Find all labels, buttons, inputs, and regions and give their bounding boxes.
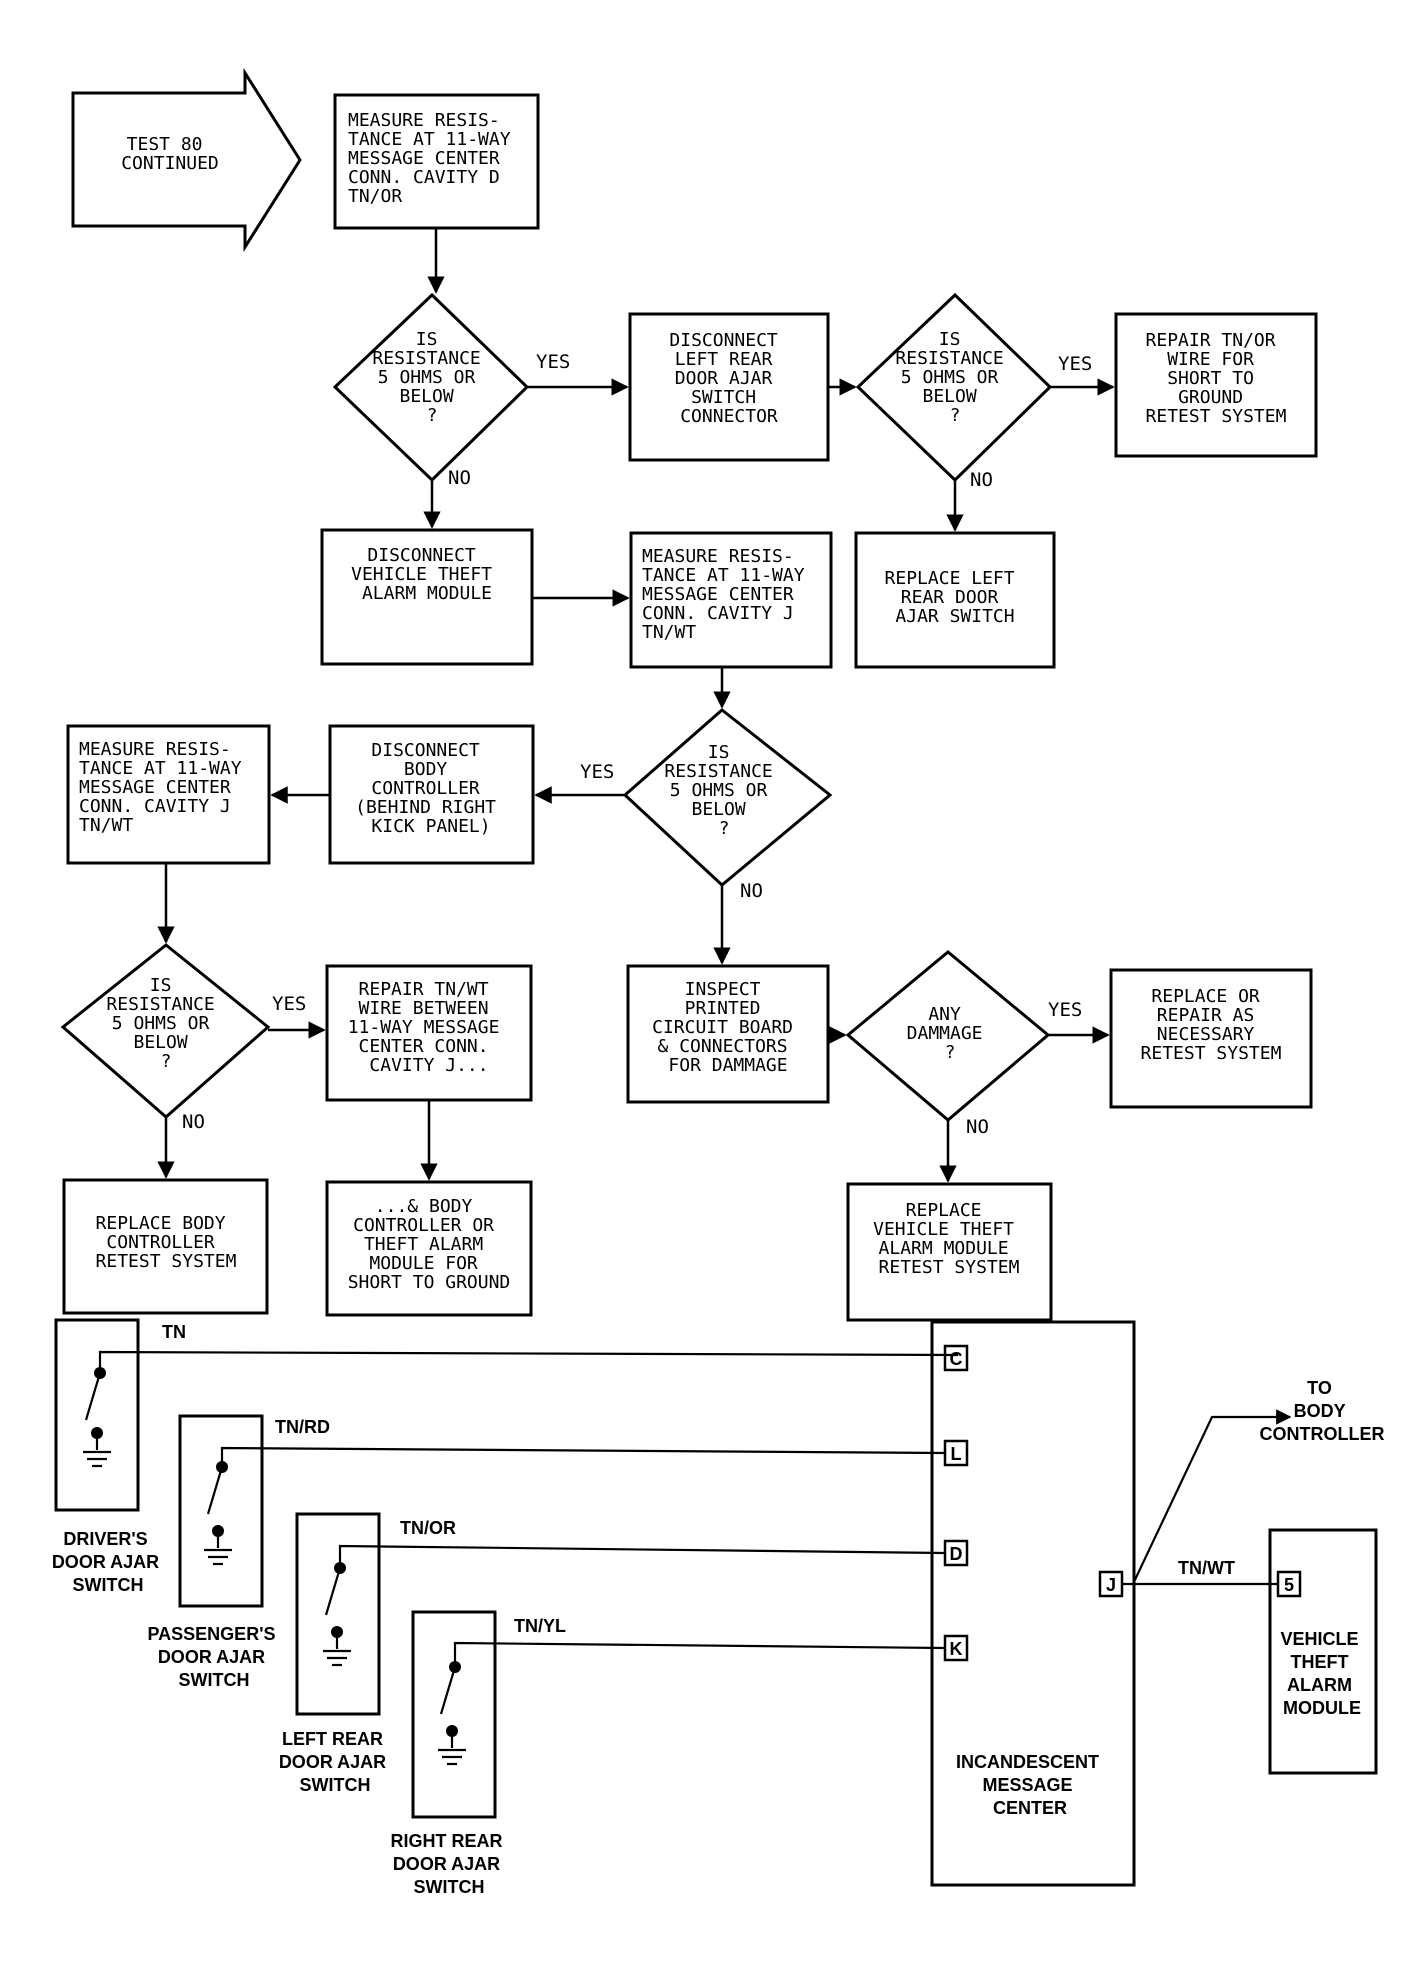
yes-label-4: YES: [272, 993, 306, 1015]
alarm-module-box: [1268, 1528, 1378, 1775]
passenger-switch-housing: [178, 1414, 264, 1608]
driver-switch-symbol: [83, 1350, 959, 1468]
box-replace-left-rear-switch-text: REPLACE LEFT REAR DOOR AJAR SWITCH: [885, 568, 1026, 627]
flowchart-connectors: [157, 228, 1115, 1183]
right-rear-switch-symbol: [438, 1641, 946, 1766]
box-repair-tn-wt-text: REPAIR TN/WT WIRE BETWEEN 11-WAY MESSAGE…: [348, 979, 511, 1076]
wire-label-tn-wt: TN/WT: [1178, 1558, 1235, 1578]
no-label-4: NO: [182, 1111, 205, 1133]
alarm-module-label: VEHICLE THEFT ALARM MODULE: [1280, 1629, 1363, 1718]
decision-diamond-3-text: IS RESISTANCE 5 OHMS OR BELOW ?: [664, 742, 783, 839]
left-rear-switch-symbol: [323, 1544, 946, 1667]
yes-label-2: YES: [1058, 353, 1092, 375]
box-disconnect-theft-alarm: [320, 528, 534, 666]
decision-diamond-5-text: ANY DAMMAGE ?: [907, 1004, 994, 1063]
box-disconnect-body-controller: [328, 724, 535, 865]
yes-label-1: YES: [536, 351, 570, 373]
box-disconnect-theft-alarm-text: DISCONNECT VEHICLE THEFT ALARM MODULE: [351, 545, 503, 604]
wire-label-tn: TN: [162, 1322, 186, 1342]
box-replace-left-rear-switch: [854, 531, 1056, 669]
box-measure-cavity-j-1: [629, 531, 833, 669]
flowchart: [60, 67, 1318, 1322]
box-measure-cavity-j-1-text: MEASURE RESIS- TANCE AT 11-WAY MESSAGE C…: [642, 546, 815, 643]
yes-label-5: YES: [1048, 999, 1082, 1021]
pin-c: C: [950, 1349, 963, 1369]
message-center-box: [930, 1320, 1136, 1887]
no-label-5: NO: [966, 1116, 989, 1138]
no-label-3: NO: [740, 880, 763, 902]
box-repair-tn-or-text: REPAIR TN/OR WIRE FOR SHORT TO GROUND RE…: [1146, 330, 1287, 427]
box-replace-body-controller: [62, 1178, 269, 1315]
box-measure-cavity-d-text: MEASURE RESIS- TANCE AT 11-WAY MESSAGE C…: [348, 110, 521, 207]
to-body-controller-label: TO BODY CONTROLLER: [1260, 1378, 1385, 1444]
decision-diamond-4-text: IS RESISTANCE 5 OHMS OR BELOW ?: [106, 975, 225, 1072]
pin-l: L: [951, 1444, 962, 1464]
wiring-schematic: C L D K J 5: [52, 1318, 1385, 1897]
wire-label-tn-yl: TN/YL: [514, 1616, 566, 1636]
box-measure-cavity-j-2: [66, 724, 271, 865]
box-inspect-circuit-board-text: INSPECT PRINTED CIRCUIT BOARD & CONNECTO…: [652, 979, 804, 1076]
left-rear-switch-label: LEFT REAR DOOR AJAR SWITCH: [279, 1729, 391, 1795]
box-replace-theft-alarm: [846, 1182, 1053, 1322]
box-disconnect-left-rear: [628, 312, 830, 462]
right-rear-switch-label: RIGHT REAR DOOR AJAR SWITCH: [390, 1831, 507, 1897]
decision-diamond-1-text: IS RESISTANCE 5 OHMS OR BELOW ?: [372, 329, 491, 426]
box-repair-tn-wt: [325, 964, 533, 1102]
wire-label-tn-rd: TN/RD: [275, 1417, 330, 1437]
passenger-switch-symbol: [204, 1446, 946, 1566]
no-label-2: NO: [970, 469, 993, 491]
box-replace-theft-alarm-text: REPLACE VEHICLE THEFT ALARM MODULE RETES…: [873, 1200, 1025, 1278]
passenger-switch-label: PASSENGER'S DOOR AJAR SWITCH: [148, 1624, 281, 1690]
driver-switch-label: DRIVER'S DOOR AJAR SWITCH: [52, 1529, 164, 1595]
start-label: TEST 80 CONTINUED: [121, 134, 219, 174]
decision-diamond-2-text: IS RESISTANCE 5 OHMS OR BELOW ?: [895, 329, 1014, 426]
box-body-controller-short: [325, 1180, 533, 1317]
box-repair-tn-or: [1114, 312, 1318, 458]
pin-d: D: [950, 1544, 963, 1564]
start-arrow-shape: [71, 67, 302, 253]
left-rear-switch-housing: [295, 1512, 381, 1716]
wire-label-tn-or: TN/OR: [400, 1518, 456, 1538]
box-disconnect-body-controller-text: DISCONNECT BODY CONTROLLER (BEHIND RIGHT…: [355, 740, 507, 837]
pin-j: J: [1106, 1575, 1116, 1595]
box-replace-or-repair-text: REPLACE OR REPAIR AS NECESSARY RETEST SY…: [1141, 986, 1282, 1064]
box-body-controller-short-text: ...& BODY CONTROLLER OR THEFT ALARM MODU…: [348, 1196, 511, 1293]
box-measure-cavity-d: [333, 93, 540, 230]
box-measure-cavity-j-2-text: MEASURE RESIS- TANCE AT 11-WAY MESSAGE C…: [79, 739, 252, 836]
pin-5: 5: [1284, 1575, 1294, 1595]
driver-switch-housing: [54, 1318, 140, 1512]
yes-label-3: YES: [580, 761, 614, 783]
no-label-1: NO: [448, 467, 471, 489]
flowchart-text: TEST 80 CONTINUED MEASURE RESIS- TANCE A…: [79, 110, 1287, 1293]
box-replace-or-repair: [1109, 968, 1313, 1109]
message-center-label: INCANDESCENT MESSAGE CENTER: [956, 1752, 1104, 1818]
box-replace-body-controller-text: REPLACE BODY CONTROLLER RETEST SYSTEM: [96, 1213, 237, 1272]
box-inspect-circuit-board: [626, 964, 830, 1104]
box-disconnect-left-rear-text: DISCONNECT LEFT REAR DOOR AJAR SWITCH CO…: [669, 330, 788, 427]
pin-k: K: [950, 1639, 963, 1659]
